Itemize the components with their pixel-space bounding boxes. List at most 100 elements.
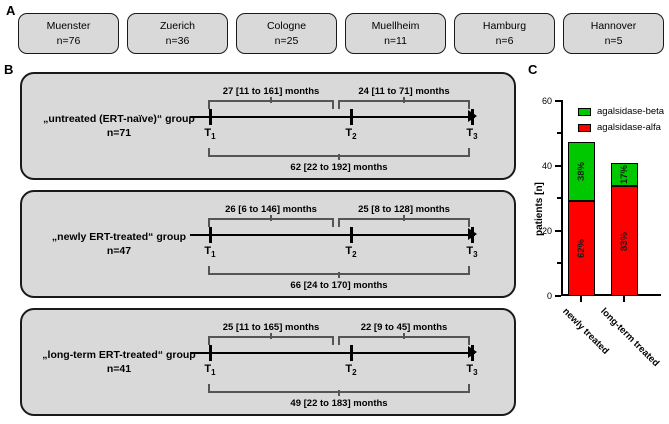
site-box-row: Muenster n=76 Zuerich n=36 Cologne n=25 …: [18, 13, 664, 54]
panel-a: A Muenster n=76 Zuerich n=36 Cologne n=2…: [0, 0, 669, 58]
bracket-nub: [270, 97, 272, 103]
bracket-nub: [270, 333, 272, 339]
bracket-total: [208, 266, 470, 278]
timeline-axis: [190, 352, 475, 354]
timepoint-tick-t2: [350, 227, 353, 243]
bar-segment-alfa-long-term-treated: 83%: [611, 186, 638, 296]
site-name: Cologne: [266, 20, 307, 33]
site-name: Muellheim: [371, 20, 420, 33]
timeline-long-term-treated: 25 [11 to 165] months 22 [9 to 45] month…: [190, 310, 490, 414]
timepoint-label-t1: T1: [204, 363, 216, 378]
interval-label-total: 66 [24 to 170] months: [290, 280, 388, 291]
legend-swatch-alfa-icon: [578, 123, 591, 132]
bracket-total: [208, 384, 470, 396]
y-tick-label-20: 20: [541, 226, 552, 236]
y-tick-minor-10: [557, 262, 561, 264]
y-tick-60: [555, 100, 561, 102]
bracket-total: [208, 148, 470, 160]
y-tick-minor-30: [557, 197, 561, 199]
group-name: „newly ERT-treated“ group: [51, 230, 187, 243]
bracket-nub: [338, 390, 340, 396]
group-count: n=41: [106, 363, 132, 375]
interval-label-total: 62 [22 to 192] months: [290, 162, 388, 173]
y-tick-minor-50: [557, 132, 561, 134]
interval-label-t2-t3: 22 [9 to 45] months: [360, 322, 448, 333]
group-box-untreated: „untreated (ERT-naïve)“ group n=71 27 [1…: [20, 72, 516, 180]
bracket-t2-t3: [338, 215, 470, 227]
site-box-hannover: Hannover n=5: [563, 13, 664, 54]
bar-segment-beta-long-term-treated: 17%: [611, 163, 638, 186]
site-name: Hannover: [590, 20, 637, 33]
interval-label-t2-t3: 25 [8 to 128] months: [358, 204, 450, 215]
group-name: „long-term ERT-treated“ group: [42, 348, 196, 361]
panel-b: B „untreated (ERT-naïve)“ group n=71 27 …: [0, 58, 520, 424]
group-count: n=47: [106, 245, 132, 257]
timepoint-tick-t1: [209, 109, 212, 125]
group-label-long-term-treated: „long-term ERT-treated“ group n=41: [30, 348, 208, 376]
group-label-newly-treated: „newly ERT-treated“ group n=47: [30, 230, 208, 258]
timeline-axis: [190, 116, 475, 118]
group-label-untreated: „untreated (ERT-naïve)“ group n=71: [30, 112, 208, 140]
bracket-t1-t2: [208, 215, 334, 227]
group-box-newly-treated: „newly ERT-treated“ group n=47 26 [6 to …: [20, 190, 516, 298]
site-count: n=25: [274, 34, 299, 47]
bracket-t1-t2: [208, 97, 334, 109]
legend-label-alfa: agalsidase-alfa: [597, 122, 661, 133]
timepoint-tick-t3: [471, 227, 474, 243]
y-axis-label: patients [n]: [534, 182, 545, 236]
bar-segment-beta-newly-treated: 38%: [568, 142, 595, 201]
timeline-newly-treated: 26 [6 to 146] months 25 [8 to 128] month…: [190, 192, 490, 296]
timepoint-label-t3: T3: [466, 245, 478, 260]
panel-c: C 60 40 20 0 patients [n] 38% 62% 17% 83…: [520, 58, 669, 424]
panel-c-letter: C: [528, 62, 538, 77]
interval-label-t1-t2: 26 [6 to 146] months: [225, 204, 317, 215]
timepoint-label-t2: T2: [345, 127, 357, 142]
y-tick-label-40: 40: [541, 161, 552, 171]
bracket-t2-t3: [338, 97, 470, 109]
site-name: Muenster: [46, 20, 91, 33]
x-tick-newly-treated: [580, 296, 582, 302]
timepoint-tick-t1: [209, 345, 212, 361]
timepoint-tick-t3: [471, 109, 474, 125]
y-axis: [561, 100, 563, 296]
bar-segment-alfa-newly-treated: 62%: [568, 201, 595, 296]
group-name: „untreated (ERT-naïve)“ group: [43, 112, 195, 125]
legend-item-agalsidase-beta: agalsidase-beta: [578, 106, 664, 117]
timeline-axis: [190, 234, 475, 236]
bar-segment-label: 17%: [618, 164, 630, 185]
y-tick-0: [555, 295, 561, 297]
timepoint-tick-t1: [209, 227, 212, 243]
timeline-untreated: 27 [11 to 161] months 24 [11 to 71] mont…: [190, 74, 490, 178]
interval-label-t1-t2: 25 [11 to 165] months: [222, 322, 320, 333]
bracket-nub: [403, 333, 405, 339]
site-box-zuerich: Zuerich n=36: [127, 13, 228, 54]
site-box-muenster: Muenster n=76: [18, 13, 119, 54]
legend-label-beta: agalsidase-beta: [597, 106, 665, 117]
stacked-bar-chart: 60 40 20 0 patients [n] 38% 62% 17% 83% …: [520, 58, 669, 424]
y-tick-label-0: 0: [546, 291, 552, 301]
site-count: n=6: [495, 34, 514, 47]
timepoint-label-t3: T3: [466, 127, 478, 142]
bar-segment-label: 83%: [618, 231, 630, 251]
bracket-nub: [338, 272, 340, 278]
bracket-t2-t3: [338, 333, 470, 345]
bracket-t1-t2: [208, 333, 334, 345]
panel-a-letter: A: [6, 3, 16, 18]
x-tick-long-term-treated: [623, 296, 625, 302]
bracket-nub: [403, 97, 405, 103]
bar-segment-label: 62%: [575, 238, 587, 259]
timepoint-label-t3: T3: [466, 363, 478, 378]
group-box-long-term-treated: „long-term ERT-treated“ group n=41 25 [1…: [20, 308, 516, 416]
timepoint-label-t2: T2: [345, 363, 357, 378]
interval-label-t2-t3: 24 [11 to 71] months: [358, 86, 450, 97]
timepoint-label-t1: T1: [204, 127, 216, 142]
timepoint-tick-t2: [350, 345, 353, 361]
site-box-cologne: Cologne n=25: [236, 13, 337, 54]
site-count: n=5: [604, 34, 623, 47]
site-count: n=36: [165, 34, 190, 47]
interval-label-total: 49 [22 to 183] months: [290, 398, 388, 409]
timepoint-label-t1: T1: [204, 245, 216, 260]
timepoint-label-t2: T2: [345, 245, 357, 260]
timepoint-tick-t3: [471, 345, 474, 361]
legend-swatch-beta-icon: [578, 107, 591, 116]
